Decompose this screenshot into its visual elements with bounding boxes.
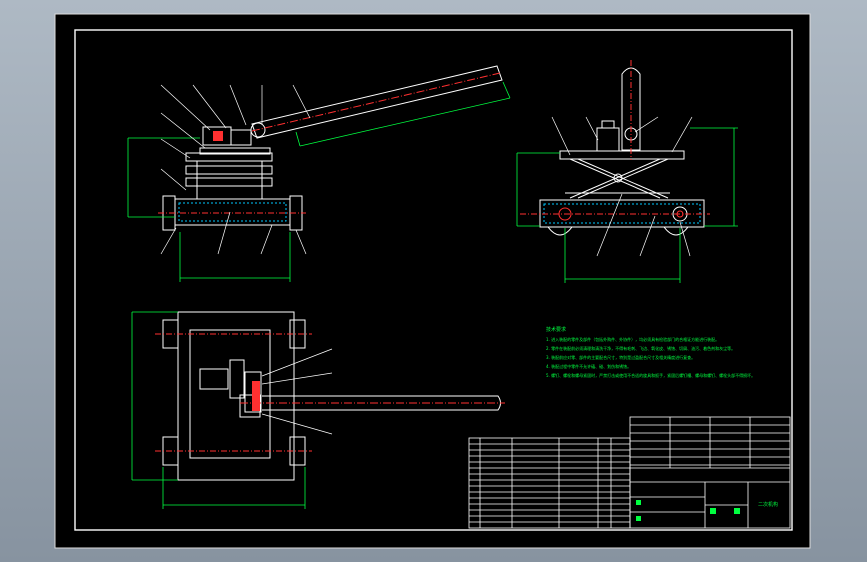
drawing-name: 二次机构 (758, 501, 778, 508)
wheel-front (547, 226, 573, 236)
arm-end (621, 67, 641, 151)
platform (559, 150, 685, 160)
technical-notes: 技术要求 1. 进入装配的零件及部件（包括外购件、外协件），均必须具有检验部门的… (546, 326, 755, 378)
arm (251, 65, 503, 139)
note-item: 5. 螺钉、螺栓和螺母紧固时，严禁打击或使用不合适的旋具和扳手，紧固后螺钉槽、螺… (546, 372, 755, 378)
front-view (127, 65, 511, 282)
top-view (131, 311, 505, 509)
note-item: 4. 装配过程中零件不允许磕、碰、划伤和锈蚀。 (546, 363, 631, 369)
title-block: 二次机构 (629, 416, 791, 529)
drawing-frame (74, 29, 793, 531)
note-item: 3. 装配前应对零、部件的主要配合尺寸，特别是过盈配合尺寸及相关精度进行复查。 (546, 354, 695, 360)
inner-panel (189, 329, 271, 459)
note-item: 2. 零件在装配前必须清理和清洗干净，不得有毛刺、飞边、氧化皮、锈蚀、切屑、油污… (546, 345, 735, 351)
parts-list (468, 437, 631, 529)
note-item: 1. 进入装配的零件及部件（包括外购件、外协件），均必须具有检验部门的合格证方能… (546, 336, 719, 342)
wheel-rear (663, 226, 689, 236)
side-view (516, 60, 738, 283)
notes-title: 技术要求 (546, 326, 566, 333)
